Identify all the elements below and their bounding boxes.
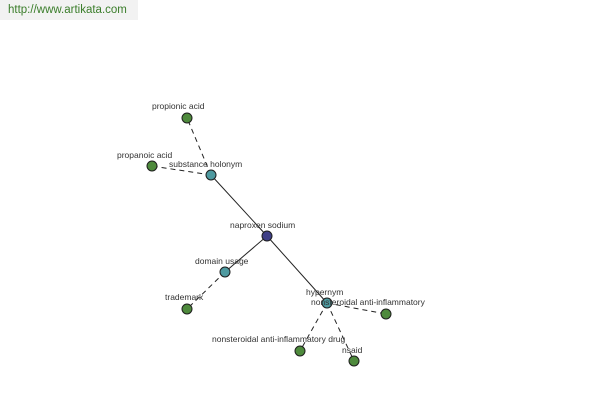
- node-substance-holonym[interactable]: [205, 169, 217, 181]
- edge-substance-holonym-to-propionic-acid: [186, 117, 212, 176]
- edge-hypernym-to-nonsteroidal-anti-inflammatory: [326, 302, 387, 315]
- label-domain-usage: domain usage: [195, 256, 249, 266]
- label-propionic-acid: propionic acid: [152, 101, 205, 111]
- node-hypernym[interactable]: [321, 297, 333, 309]
- node-nonsteroidal-anti-inflammatory-drug[interactable]: [294, 345, 306, 357]
- node-nonsteroidal-anti-inflammatory[interactable]: [380, 308, 392, 320]
- watermark-url: http://www.artikata.com: [0, 0, 138, 20]
- label-propanoic-acid: propanoic acid: [117, 150, 173, 160]
- edge-naproxen-sodium-to-hypernym: [266, 235, 328, 304]
- graph-edges: [151, 117, 387, 362]
- node-trademark[interactable]: [181, 303, 193, 315]
- edge-hypernym-to-nsaid: [326, 302, 355, 362]
- edge-naproxen-sodium-to-substance-holonym: [210, 174, 268, 237]
- edge-domain-usage-to-trademark: [186, 271, 226, 310]
- label-nsaid: nsaid: [342, 345, 363, 355]
- node-naproxen-sodium[interactable]: [261, 230, 273, 242]
- label-nonsteroidal-anti-inflammatory: nonsteroidal anti-inflammatory: [311, 297, 426, 307]
- node-propanoic-acid[interactable]: [146, 160, 158, 172]
- node-domain-usage[interactable]: [219, 266, 231, 278]
- node-nsaid[interactable]: [348, 355, 360, 367]
- label-substance-holonym: substance holonym: [169, 159, 242, 169]
- edge-substance-holonym-to-propanoic-acid: [151, 165, 212, 176]
- graph-labels: naproxen sodium substance holonym domain u…: [117, 101, 426, 355]
- edge-naproxen-sodium-to-domain-usage: [224, 235, 268, 273]
- node-propionic-acid[interactable]: [181, 112, 193, 124]
- label-naproxen-sodium: naproxen sodium: [230, 220, 295, 230]
- graph-nodes: [146, 112, 392, 367]
- label-hypernym: hypernym: [306, 287, 343, 297]
- label-nonsteroidal-anti-inflammatory-drug: nonsteroidal anti-inflammatory drug: [212, 334, 346, 344]
- label-trademark: trademark: [165, 292, 204, 302]
- edge-hypernym-to-nonsteroidal-anti-inflammatory-drug: [299, 302, 328, 352]
